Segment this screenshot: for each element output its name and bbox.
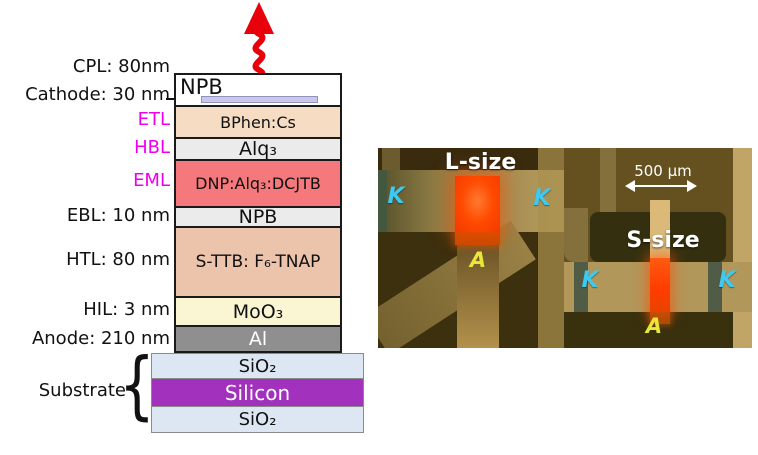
label-hil: HIL: 3 nm bbox=[83, 299, 170, 320]
photo-texture bbox=[708, 262, 722, 312]
photo-texture bbox=[564, 208, 588, 262]
substrate-sio2-top: SiO₂ bbox=[152, 354, 363, 378]
s-emission-area bbox=[650, 258, 670, 312]
photo-texture bbox=[378, 148, 564, 170]
label-eml: EML bbox=[133, 170, 170, 191]
l-anode-column bbox=[457, 244, 499, 348]
photo-texture bbox=[538, 148, 564, 348]
micrograph-photo: L-size S-size K K A K K A 500 μm bbox=[378, 148, 752, 348]
l-size-label: L-size bbox=[444, 150, 517, 175]
label-htl: HTL: 80 nm bbox=[66, 249, 170, 270]
substrate-silicon-label: Silicon bbox=[224, 380, 291, 405]
label-cpl: CPL: 80nm bbox=[72, 56, 170, 77]
cathode-layer bbox=[201, 96, 318, 103]
layer-eml: DNP:Alq₃:DCJTB bbox=[174, 159, 342, 208]
layer-ebl-material: NPB bbox=[238, 206, 278, 228]
scale-arrow-right-tip bbox=[687, 180, 697, 192]
layer-anode-material: Al bbox=[248, 328, 268, 350]
substrate-sio2-bottom-label: SiO₂ bbox=[238, 409, 277, 430]
scale-arrow-bar bbox=[633, 185, 689, 187]
label-substrate: Substrate bbox=[38, 380, 126, 401]
scale-bar-label: 500 μm bbox=[634, 162, 692, 180]
label-etl: ETL bbox=[137, 109, 170, 130]
substrate-sio2-bottom: SiO₂ bbox=[152, 407, 363, 432]
cathode-marker-k: K bbox=[581, 268, 599, 293]
label-ebl: EBL: 10 nm bbox=[66, 205, 170, 226]
layer-cpl-npb: NPB bbox=[174, 73, 342, 107]
s-emission-dim bbox=[650, 310, 670, 324]
substrate-brace: { bbox=[119, 342, 155, 429]
layer-anode: Al bbox=[174, 325, 342, 353]
layer-htl-material: S-TTB: F₆-TNAP bbox=[195, 252, 321, 272]
layer-cpl-material: NPB bbox=[180, 75, 223, 99]
layer-hil-material: MoO₃ bbox=[232, 300, 284, 323]
cathode-marker-k: K bbox=[718, 268, 736, 293]
anode-marker-a: A bbox=[469, 248, 487, 272]
scale-arrow-left-tip bbox=[625, 180, 635, 192]
layer-hbl: Alq₃ bbox=[174, 137, 342, 161]
label-hbl: HBL bbox=[134, 137, 170, 158]
anode-marker-a: A bbox=[645, 314, 663, 338]
layer-etl: BPhen:Cs bbox=[174, 105, 342, 139]
photo-texture bbox=[378, 170, 387, 232]
scale-bar-arrow-icon bbox=[625, 180, 697, 192]
cathode-marker-k: K bbox=[533, 186, 551, 211]
photo-texture bbox=[733, 148, 752, 348]
layer-htl: S-TTB: F₆-TNAP bbox=[174, 226, 342, 298]
photo-texture bbox=[574, 262, 588, 312]
layer-ebl: NPB bbox=[174, 206, 342, 228]
layer-eml-material: DNP:Alq₃:DCJTB bbox=[195, 174, 321, 193]
layer-hbl-material: Alq₃ bbox=[239, 138, 277, 160]
label-cathode: Cathode: 30 nm bbox=[25, 84, 170, 105]
photo-texture bbox=[600, 148, 616, 214]
l-emission-dim bbox=[455, 232, 500, 245]
s-size-label: S-size bbox=[626, 228, 700, 253]
substrate-sio2-top-label: SiO₂ bbox=[238, 355, 277, 377]
l-emission-area bbox=[455, 176, 500, 232]
substrate-silicon: Silicon bbox=[152, 378, 363, 407]
cathode-marker-k: K bbox=[387, 184, 405, 209]
layer-hil: MoO₃ bbox=[174, 296, 342, 327]
s-anode-column bbox=[650, 200, 670, 260]
photo-texture bbox=[382, 148, 400, 170]
layer-etl-material: BPhen:Cs bbox=[220, 112, 296, 132]
substrate-box: SiO₂ Silicon SiO₂ bbox=[151, 353, 364, 433]
label-anode: Anode: 210 nm bbox=[31, 328, 170, 349]
